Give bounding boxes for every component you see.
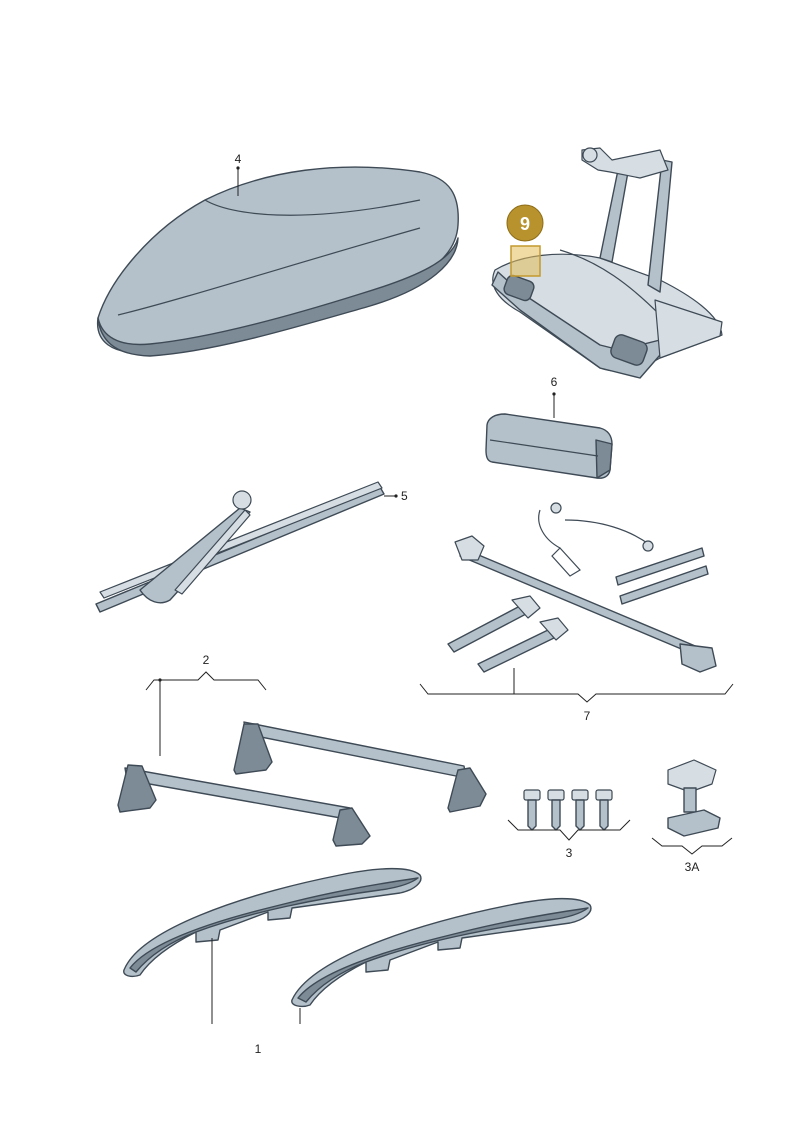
roof-box-part[interactable] xyxy=(96,166,459,357)
callout-9-highlight[interactable]: 9 xyxy=(506,204,544,277)
callout-9-label: 9 xyxy=(520,214,530,234)
callout-2: 2 xyxy=(145,653,267,756)
callout-3a-label: 3A xyxy=(685,860,700,874)
callout-7: 7 xyxy=(419,668,734,723)
callout-3a: 3A xyxy=(651,837,733,874)
callout-3: 3 xyxy=(507,819,631,860)
callout-5: 5 xyxy=(384,489,408,503)
callout-4: 4 xyxy=(235,152,242,196)
ski-holder-part[interactable] xyxy=(95,481,385,613)
callout-7-label: 7 xyxy=(584,709,591,723)
callout-6-label: 6 xyxy=(551,375,558,389)
callout-5-label: 5 xyxy=(401,489,408,503)
cross-bars-part[interactable] xyxy=(117,721,487,847)
t-bolt-part[interactable] xyxy=(667,759,721,837)
callout-6: 6 xyxy=(551,375,558,418)
cover-part[interactable] xyxy=(485,413,613,479)
callout-4-label: 4 xyxy=(235,152,242,166)
callout-1: 1 xyxy=(211,938,301,1056)
callout-1-label: 1 xyxy=(255,1042,262,1056)
bolts-part[interactable] xyxy=(523,789,613,831)
bike-carrier-part[interactable] xyxy=(491,147,723,379)
callout-3-label: 3 xyxy=(566,846,573,860)
roof-rails-part[interactable] xyxy=(123,867,592,1008)
callout-2-label: 2 xyxy=(203,653,210,667)
fitting-kit-part[interactable] xyxy=(447,502,717,673)
